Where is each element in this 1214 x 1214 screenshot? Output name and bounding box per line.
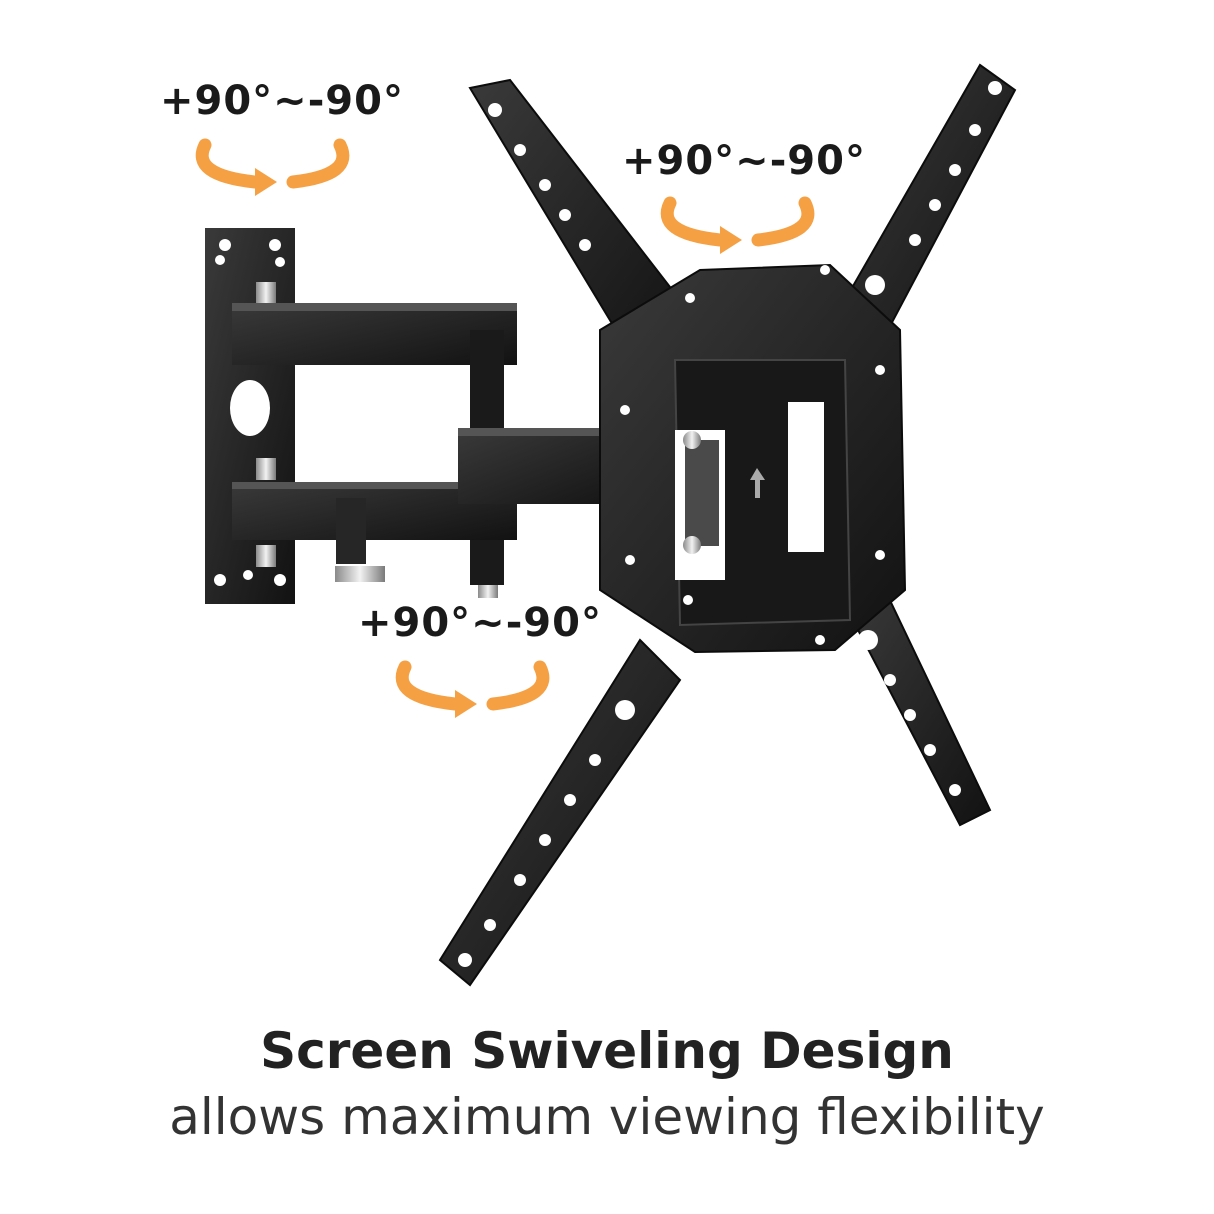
rotation-label-lower-arm: +90°~-90° — [358, 600, 602, 646]
curved-arrow-icon — [395, 660, 550, 718]
rotation-label-plate: +90°~-90° — [622, 138, 866, 184]
caption-subline: allows maximum viewing flexibility — [169, 1088, 1045, 1146]
curved-arrow-icon — [195, 138, 350, 196]
caption-headline: Screen Swiveling Design — [260, 1022, 954, 1080]
center-plate — [599, 263, 907, 654]
rotation-label-arm: +90°~-90° — [160, 78, 404, 124]
upper-arm — [232, 303, 517, 365]
wall-plate — [205, 228, 295, 604]
curved-arrow-icon — [660, 196, 815, 254]
